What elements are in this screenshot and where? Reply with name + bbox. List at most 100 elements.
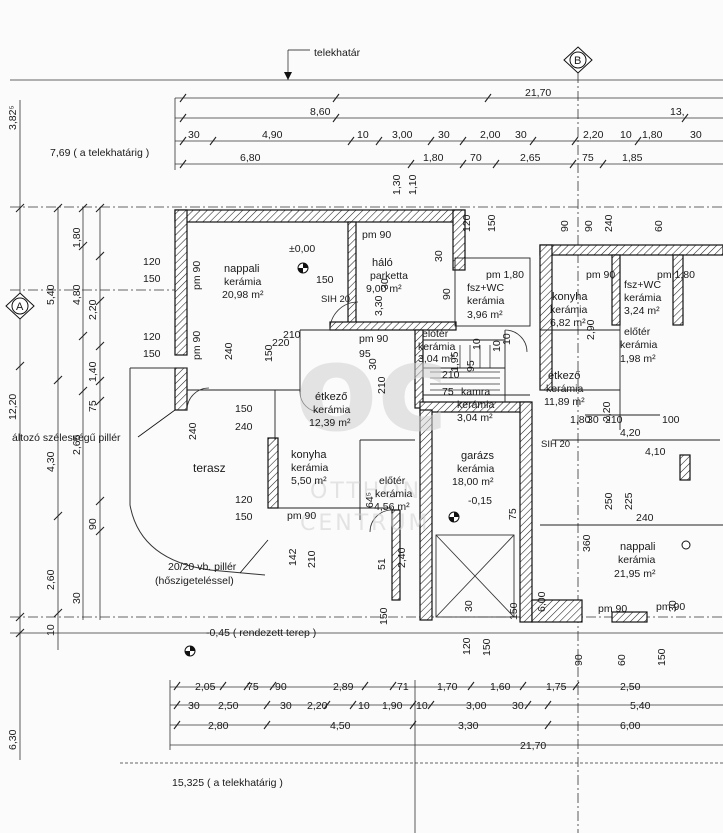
dim-top3-0: 30: [188, 129, 200, 141]
axis-markers: [5, 46, 593, 320]
room-konyha-2-material: kerámia: [550, 304, 588, 316]
watermark-line2: CENTRUM: [300, 511, 431, 536]
dim-open-31: 210: [306, 550, 318, 568]
room-konyha-1-area: 5,50 m²: [291, 475, 327, 487]
dim-open-48: 1,10: [407, 174, 419, 195]
room-etkezo-1-name: étkező: [315, 391, 347, 403]
room-eloter-2-area: 4,56 m²: [374, 501, 410, 513]
dim-top4-0: 6,80: [240, 152, 261, 164]
dim-open-41: 210: [605, 414, 623, 426]
dim-bot3-2: 3,30: [458, 720, 479, 732]
dim-top4-5: 1,85: [622, 152, 643, 164]
dim-open-57: 150: [656, 648, 668, 666]
room-konyha-2-area: 6,82 m²: [550, 317, 586, 329]
dim-open-47: 1,30: [391, 174, 403, 195]
dim-open-32: 120: [461, 637, 473, 655]
dim-open-50: 150: [486, 214, 498, 232]
dim-open-29: 2,40: [396, 547, 408, 568]
dim-left_inner-0: 1,80: [71, 227, 83, 248]
room-halo-material: parketta: [370, 270, 408, 282]
dim-open-71: 30: [463, 600, 475, 612]
dim-open-55: 90: [573, 654, 585, 666]
dim-top3-5: 2,00: [480, 129, 501, 141]
dim-open-24: 150: [263, 344, 275, 362]
room-nappali-1-material: kerámia: [224, 276, 262, 288]
dim-left_inner-2: 2,20: [87, 299, 99, 320]
sih-label-1: SIH 20: [321, 294, 350, 305]
room-nappali-2-material: kerámia: [618, 554, 656, 566]
dim-left_outer-0: 3,82⁵: [7, 105, 19, 130]
dim-open-19: 210: [442, 369, 460, 381]
room-konyha-2-name: konyha: [552, 291, 588, 303]
dim-open-17: pm 90: [359, 333, 388, 345]
dim-left_mid-2: 2,60: [45, 569, 57, 590]
dim-open-14: pm 90: [586, 269, 615, 281]
dim-left_mid-1: 4,30: [45, 451, 57, 472]
dim-open-28: 51: [376, 558, 388, 570]
vb-pillar-insulation: (hőszigeteléssel): [155, 575, 234, 587]
room-eloter-3-name: előtér: [624, 326, 651, 338]
dim-bot2-0: 30: [188, 700, 200, 712]
dim-open-70: 75: [507, 508, 519, 520]
dim-open-64: 30: [433, 250, 445, 262]
dim-open-66: 10: [491, 340, 503, 352]
room-garazs-area: 18,00 m²: [452, 476, 494, 488]
room-fszwc-1-name: fsz+WC: [467, 282, 504, 294]
dim-left_inner-3: 1,40: [87, 361, 99, 382]
dim-open-15: pm 90: [598, 603, 627, 615]
dim-top4-2: 70: [470, 152, 482, 164]
dim-open-8: pm 90: [191, 261, 203, 290]
watermark-line1: OTTHON: [310, 479, 422, 504]
variable-pillar-note: áltozó szélességű pillér: [12, 432, 121, 444]
sih-label-2: SIH 20: [541, 439, 570, 450]
dim-bot3-1: 4,50: [330, 720, 351, 732]
room-nappali-1-area: 20,98 m²: [222, 289, 264, 301]
dim-open-4: 150: [235, 403, 253, 415]
dim-bot3-0: 2,80: [208, 720, 229, 732]
dim-top3-2: 10: [357, 129, 369, 141]
dim-open-58: 150: [378, 607, 390, 625]
dim-open-45: 10: [501, 333, 513, 345]
dim-bot1-8: 2,50: [620, 681, 641, 693]
dim-open-21: 210: [283, 329, 301, 341]
dim-open-25: 240: [187, 422, 199, 440]
room-etkezo-1-area: 12,39 m²: [309, 417, 351, 429]
dim-open-13: pm 1,80: [657, 269, 695, 281]
watermark: oc OTTHON CENTRUM: [295, 320, 449, 536]
dim-open-49: 120: [461, 214, 473, 232]
interior-lines: [187, 257, 723, 526]
plot-boundary-label: telekhatár: [314, 47, 361, 59]
room-eloter-3-material: kerámia: [620, 339, 658, 351]
dim-open-67: 95: [465, 360, 477, 372]
room-fszwc-2-material: kerámia: [624, 292, 662, 304]
pointer-lines: [137, 409, 269, 574]
dim-bot2-1: 2,50: [218, 700, 239, 712]
dim-open-63: 90: [441, 288, 453, 300]
dim-top3-1: 4,90: [262, 129, 283, 141]
dim-open-61: 30: [379, 278, 391, 290]
dim-top3-7: 2,20: [583, 129, 604, 141]
dim-open-18: 95: [359, 348, 371, 360]
dim-bot1-4: 71: [397, 681, 409, 693]
dim-top3-4: 30: [438, 129, 450, 141]
dim-open-72: 6,00: [536, 591, 548, 612]
dim-open-23: 240: [223, 342, 235, 360]
dim-open-52: 90: [583, 220, 595, 232]
room-konyha-1-material: kerámia: [291, 462, 329, 474]
room-halo-name: háló: [372, 257, 393, 269]
room-fszwc-1-material: kerámia: [467, 295, 505, 307]
room-terasz-name: terasz: [193, 461, 226, 475]
room-eloter-2-name: előtér: [379, 475, 406, 487]
room-kamra-name: kamra: [461, 386, 490, 398]
stairs: [430, 345, 500, 391]
room-garazs-material: kerámia: [457, 463, 495, 475]
dim-open-69: 210: [376, 376, 388, 394]
dim-open-56: 60: [616, 654, 628, 666]
left-boundary-distance: 7,69 ( a telekhatárig ): [50, 147, 149, 159]
room-halo-area: 9,00 m²: [366, 283, 402, 295]
dim-open-39: 4,10: [645, 446, 666, 458]
dim-left_inner-6: 90: [87, 518, 99, 530]
dim-bot2-5: 1,90: [382, 700, 403, 712]
